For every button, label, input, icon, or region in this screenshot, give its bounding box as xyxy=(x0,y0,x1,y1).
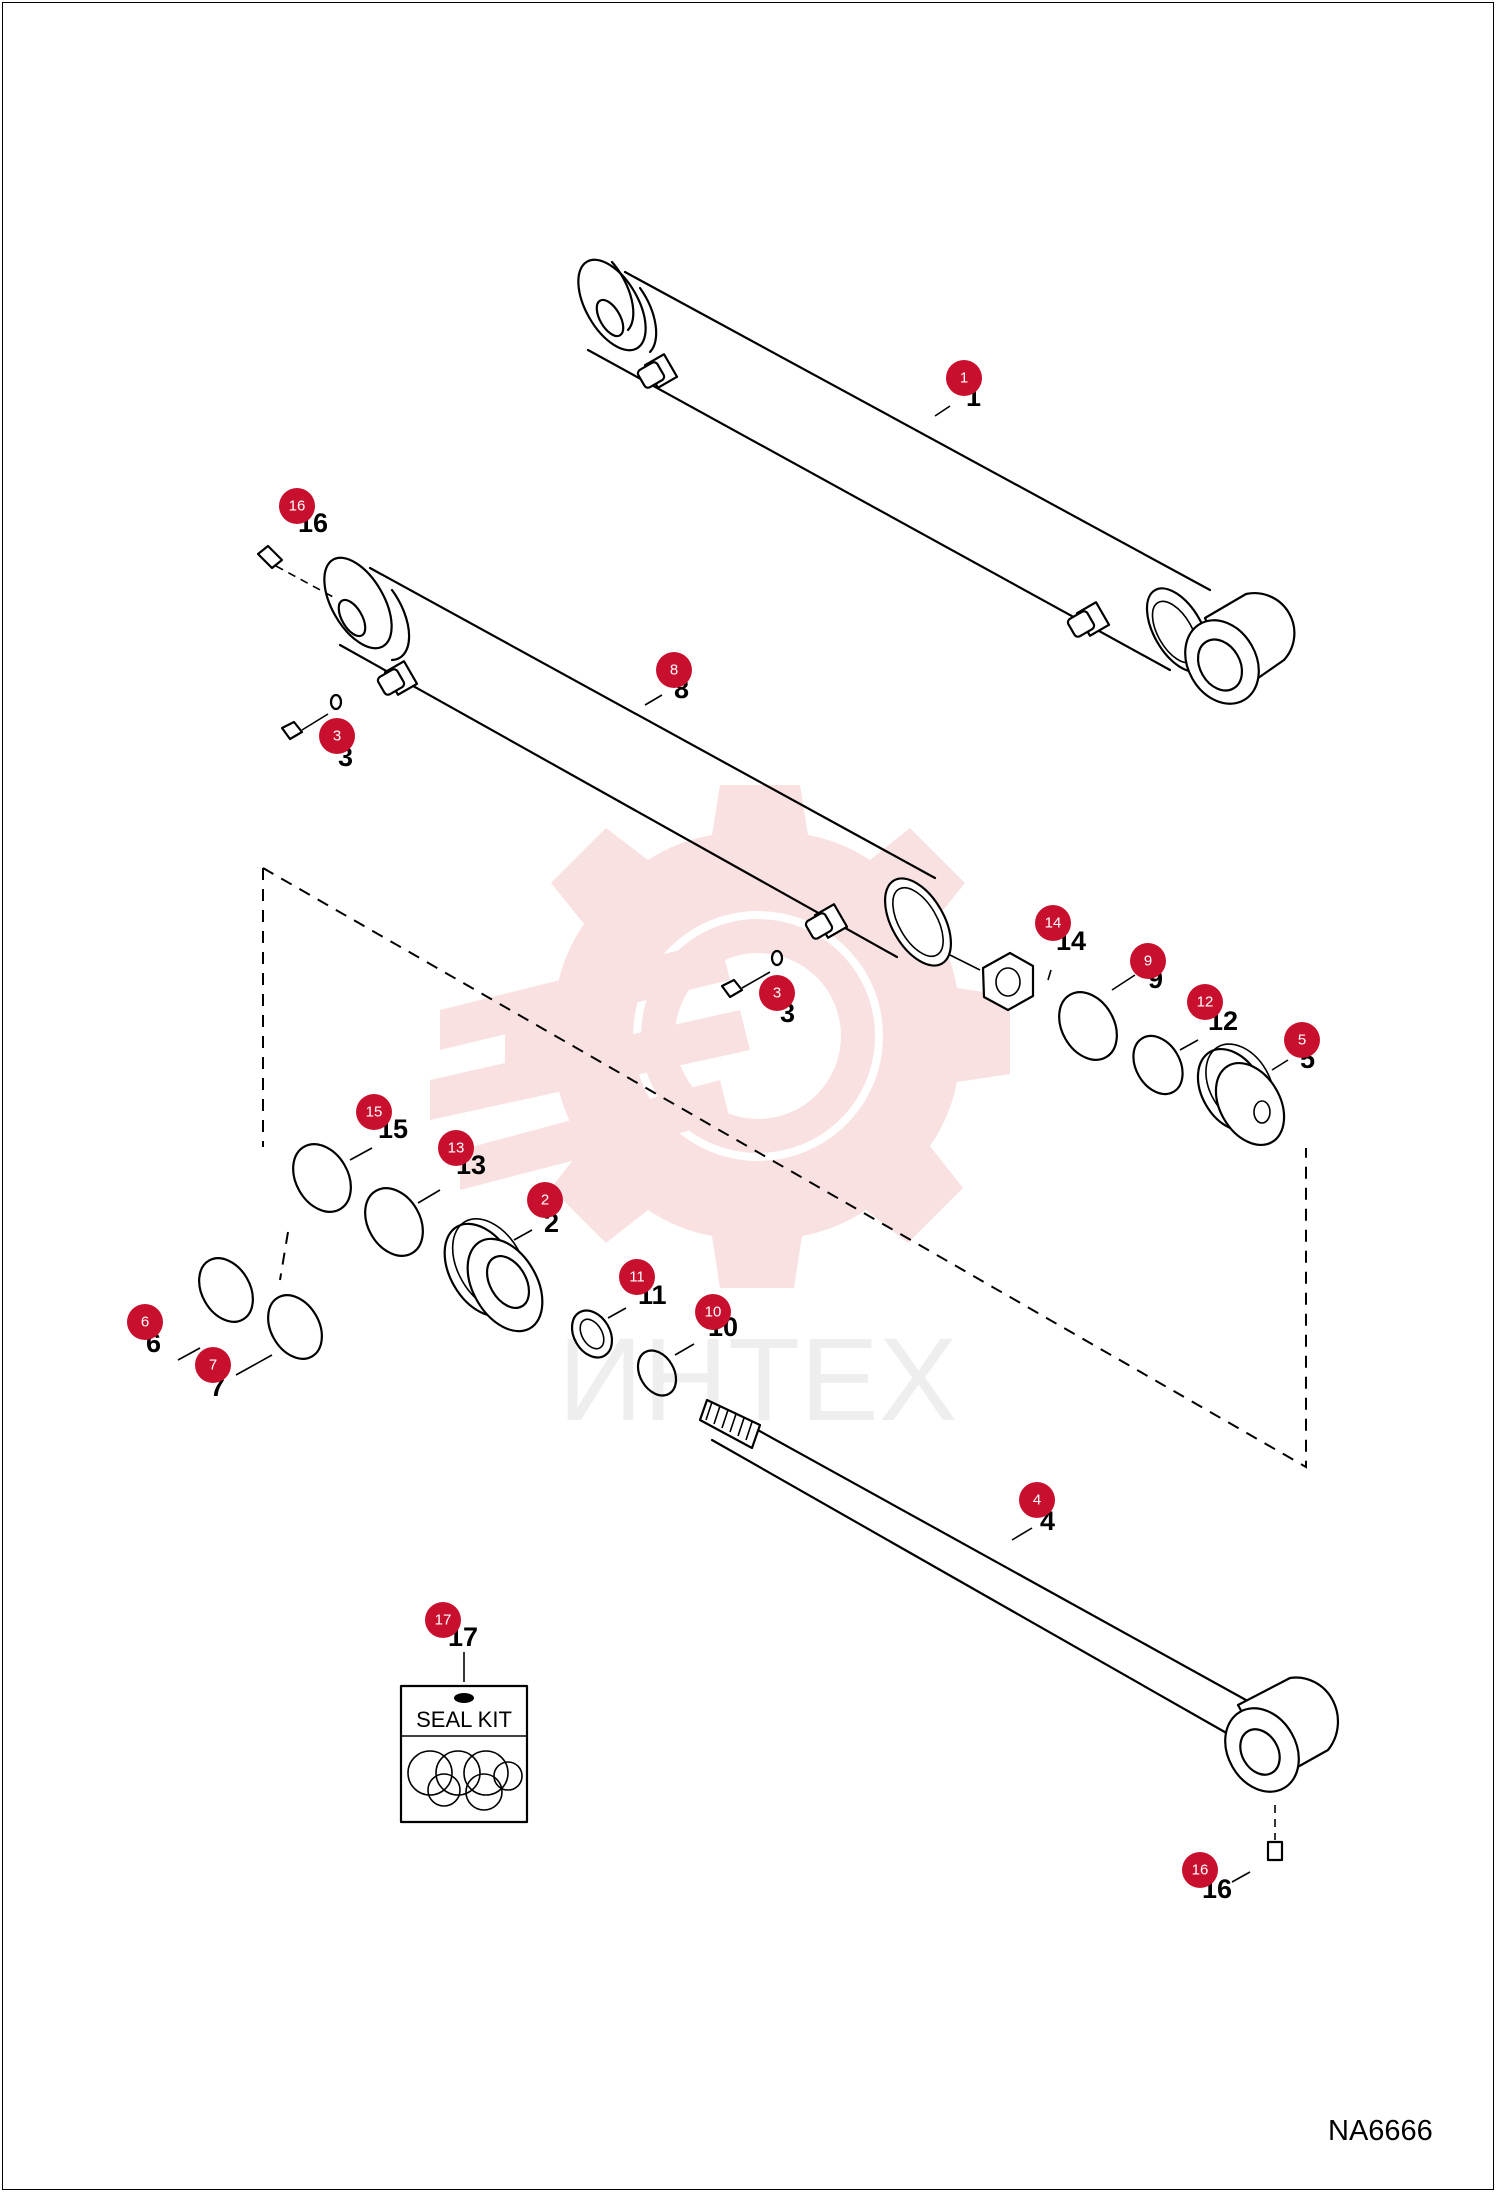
o-ring-part-9 xyxy=(1058,991,1118,1061)
svg-text:3: 3 xyxy=(333,728,341,745)
callout-part-13[interactable]: 13 13 xyxy=(438,1130,486,1180)
seal-kit-part-17: SEAL KIT xyxy=(399,1652,529,1824)
svg-text:6: 6 xyxy=(141,1314,149,1331)
svg-text:3: 3 xyxy=(773,985,781,1002)
svg-text:7: 7 xyxy=(209,1357,217,1374)
part-badge-11[interactable]: 11 xyxy=(619,1259,655,1295)
callout-part-6[interactable]: 6 6 xyxy=(127,1304,163,1358)
part-badge-12[interactable]: 12 xyxy=(1187,984,1223,1020)
diagram-code: NA6666 xyxy=(1328,2115,1433,2147)
callout-part-16-lower[interactable]: 16 16 xyxy=(1182,1852,1232,1904)
callout-part-14[interactable]: 14 14 xyxy=(1035,905,1086,956)
svg-text:4: 4 xyxy=(1033,1492,1041,1509)
svg-text:11: 11 xyxy=(629,1269,645,1286)
svg-text:17: 17 xyxy=(435,1612,452,1629)
assembly-boundary-dashed xyxy=(262,867,1307,1469)
callout-part-7[interactable]: 7 7 xyxy=(195,1347,231,1402)
o-ring-part-7 xyxy=(267,1294,323,1360)
callout-part-16-upper[interactable]: 16 16 xyxy=(279,488,328,538)
part-badge-14[interactable]: 14 xyxy=(1035,905,1071,941)
svg-text:14: 14 xyxy=(1045,915,1062,932)
part-badge-4[interactable]: 4 xyxy=(1019,1482,1055,1518)
part-badge-5[interactable]: 5 xyxy=(1284,1022,1320,1058)
part-badge-16-upper[interactable]: 16 xyxy=(279,488,315,524)
svg-text:12: 12 xyxy=(1197,994,1214,1011)
svg-text:13: 13 xyxy=(448,1140,465,1157)
barrel-part-8 xyxy=(323,556,953,967)
part-badge-10[interactable]: 10 xyxy=(695,1294,731,1330)
svg-text:8: 8 xyxy=(670,662,678,679)
part-badge-17[interactable]: 17 xyxy=(425,1602,461,1638)
part-badge-3-upper[interactable]: 3 xyxy=(319,718,355,754)
svg-text:15: 15 xyxy=(366,1104,383,1121)
svg-text:1: 1 xyxy=(960,370,968,387)
svg-text:10: 10 xyxy=(705,1304,722,1321)
o-ring-part-12 xyxy=(1132,1034,1184,1096)
callout-part-9[interactable]: 9 9 xyxy=(1130,943,1166,994)
part-badge-16-lower[interactable]: 16 xyxy=(1182,1852,1218,1888)
callout-part-12[interactable]: 12 12 xyxy=(1187,984,1238,1036)
o-ring-part-13 xyxy=(364,1187,424,1257)
svg-text:16: 16 xyxy=(1192,1862,1209,1879)
part-badge-7[interactable]: 7 xyxy=(195,1347,231,1383)
seal-kit-label: SEAL KIT xyxy=(416,1707,512,1732)
part-badge-15[interactable]: 15 xyxy=(356,1094,392,1130)
wiper-part-10 xyxy=(636,1349,678,1397)
callout-part-3-lower[interactable]: 3 3 xyxy=(759,975,795,1028)
callout-part-5[interactable]: 5 5 xyxy=(1284,1022,1320,1074)
part-badge-2[interactable]: 2 xyxy=(527,1182,563,1218)
part-badge-1[interactable]: 1 xyxy=(946,360,982,396)
callout-part-11[interactable]: 11 11 xyxy=(619,1259,667,1310)
cylinder-assembly-part-1 xyxy=(577,258,1296,705)
callout-part-1[interactable]: 1 1 xyxy=(946,360,982,412)
fitting-part-3-upper xyxy=(280,693,343,741)
o-ring-part-15 xyxy=(292,1143,352,1213)
svg-text:9: 9 xyxy=(1144,953,1152,970)
piston-part-5 xyxy=(1196,1043,1286,1147)
callout-part-3-upper[interactable]: 3 3 xyxy=(319,718,355,772)
svg-text:5: 5 xyxy=(1298,1032,1306,1049)
callout-part-10[interactable]: 10 10 xyxy=(695,1294,738,1342)
callout-part-8[interactable]: 8 8 xyxy=(656,652,692,704)
nut-part-14 xyxy=(949,951,1035,1012)
part-badge-6[interactable]: 6 xyxy=(127,1304,163,1340)
gland-part-2 xyxy=(443,1218,544,1333)
seal-kit-rings-icon xyxy=(407,1750,523,1811)
svg-text:16: 16 xyxy=(289,498,306,515)
seal-part-11 xyxy=(570,1309,614,1359)
part-badge-9[interactable]: 9 xyxy=(1130,943,1166,979)
rod-part-4 xyxy=(698,1398,1340,1793)
grease-zerk-part-16-upper xyxy=(256,544,336,599)
fitting-part-3-lower xyxy=(720,949,784,999)
svg-text:2: 2 xyxy=(541,1192,549,1209)
callout-part-17[interactable]: 17 17 xyxy=(425,1602,478,1652)
part-badge-13[interactable]: 13 xyxy=(438,1130,474,1166)
part-badge-8[interactable]: 8 xyxy=(656,652,692,688)
o-ring-part-6 xyxy=(198,1257,254,1323)
grease-zerk-part-16-lower xyxy=(1266,1805,1284,1862)
callout-part-15[interactable]: 15 15 xyxy=(356,1094,408,1144)
watermark-logo: ИНТЕХ xyxy=(430,785,1010,1446)
part-badge-3-lower[interactable]: 3 xyxy=(759,975,795,1011)
callout-part-2[interactable]: 2 2 xyxy=(527,1182,563,1238)
callout-part-4[interactable]: 4 4 xyxy=(1019,1482,1055,1536)
